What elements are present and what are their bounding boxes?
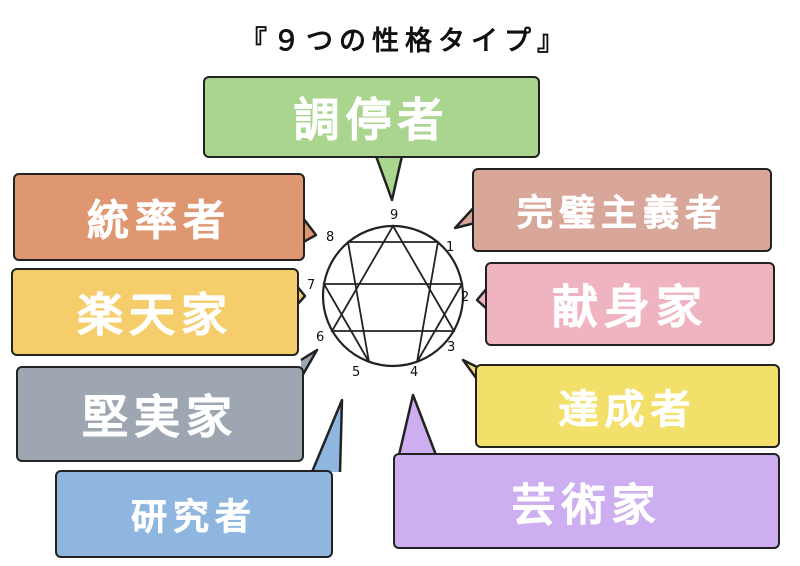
number-5: 5 — [352, 365, 361, 380]
type-name-4: 芸術家 — [511, 480, 662, 532]
type-name-3: 達成者 — [558, 387, 697, 434]
number-9: 9 — [390, 208, 399, 223]
type-box-5: 研究者 — [55, 470, 333, 558]
number-1: 1 — [446, 240, 455, 255]
type-box-1: 完璧主義者 — [472, 168, 772, 252]
type-box-3: 達成者 — [475, 364, 780, 448]
type-box-8: 統率者 — [13, 173, 305, 261]
number-8: 8 — [326, 230, 335, 245]
tail-5 — [310, 398, 344, 473]
type-box-4: 芸術家 — [393, 453, 780, 549]
type-box-9: 調停者 — [203, 76, 540, 158]
number-4: 4 — [410, 365, 419, 380]
type-name-8: 統率者 — [86, 195, 231, 245]
tail-9 — [374, 155, 404, 202]
tail-6 — [299, 348, 319, 379]
type-name-6: 堅実家 — [82, 390, 238, 445]
type-box-6: 堅実家 — [16, 366, 304, 462]
number-7: 7 — [307, 278, 316, 293]
type-name-9: 調停者 — [293, 93, 450, 148]
number-6: 6 — [316, 330, 325, 345]
type-box-7: 楽天家 — [11, 268, 299, 356]
diagram-title: 『９つの性格タイプ』 — [240, 25, 570, 57]
number-2: 2 — [461, 290, 470, 305]
type-box-2: 献身家 — [485, 262, 775, 346]
type-name-5: 研究者 — [130, 497, 257, 539]
tail-4 — [397, 393, 438, 456]
type-name-7: 楽天家 — [77, 288, 233, 343]
type-name-2: 献身家 — [552, 280, 708, 335]
type-name-1: 完璧主義者 — [516, 193, 727, 235]
number-3: 3 — [447, 340, 456, 355]
